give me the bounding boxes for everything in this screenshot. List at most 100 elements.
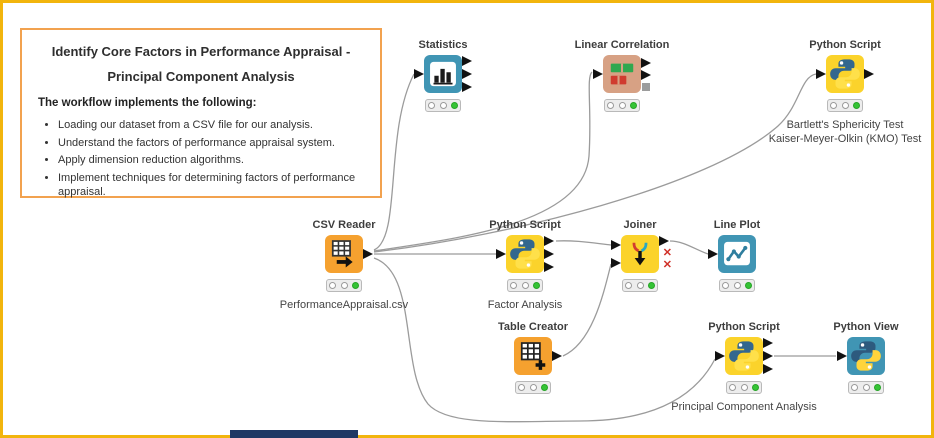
node-body-statistics[interactable] — [414, 55, 472, 93]
node-table-creator[interactable]: Table Creator — [443, 320, 623, 394]
status-dot-red — [428, 102, 435, 109]
inactive-port-x: ✕ — [662, 259, 672, 271]
statistics-icon — [430, 61, 456, 87]
node-linear-correlation[interactable]: Linear Correlation — [532, 38, 712, 112]
python-icon — [851, 341, 881, 371]
status-dot-yellow — [618, 102, 626, 109]
status-dot-red — [518, 384, 525, 391]
output-port[interactable] — [462, 82, 472, 92]
node-csv-reader[interactable]: CSV Reader PerformanceAppraisal.csv — [254, 218, 434, 312]
node-body-linear-correlation[interactable] — [593, 55, 651, 93]
status-dot-green — [874, 384, 881, 391]
node-comment: Bartlett's Sphericity Test Kaiser-Meyer-… — [755, 118, 934, 147]
status-dot-green — [752, 384, 759, 391]
output-port[interactable] — [462, 69, 472, 79]
node-comment: PerformanceAppraisal.csv — [279, 299, 409, 311]
node-label: Linear Correlation — [574, 39, 670, 51]
node-body-python-view[interactable] — [837, 337, 885, 375]
output-port[interactable] — [763, 338, 773, 348]
input-port[interactable] — [708, 249, 718, 259]
annotation-bullet-list: Loading our dataset from a CSV file for … — [58, 118, 364, 200]
inactive-port-x: ✕ — [662, 247, 672, 259]
traffic-light — [848, 381, 884, 394]
annotation-bullet: Apply dimension reduction algorithms. — [58, 153, 364, 168]
node-python-view[interactable]: Python View — [776, 320, 934, 394]
output-port[interactable] — [641, 58, 651, 68]
edge-factor-to-joiner[interactable] — [555, 240, 612, 246]
node-body-line-plot[interactable] — [708, 235, 756, 273]
traffic-light — [726, 381, 762, 394]
output-port[interactable] — [864, 69, 874, 79]
annotation-bullet: Understand the factors of performance ap… — [58, 136, 364, 151]
status-dot-red — [851, 384, 858, 391]
node-body-joiner[interactable]: ✕ ✕ — [611, 235, 672, 273]
output-port[interactable] — [544, 249, 554, 259]
input-port[interactable] — [715, 351, 725, 361]
node-python-script-factor[interactable]: Python Script Factor Analysis — [435, 218, 615, 312]
edge-joiner-to-line-plot[interactable] — [669, 240, 709, 255]
csv-table-icon — [331, 240, 353, 268]
output-port[interactable] — [544, 262, 554, 272]
node-python-script-tests[interactable]: Python Script Bartlett's Sphericity Test… — [755, 38, 934, 147]
status-dot-yellow — [841, 102, 849, 109]
output-port[interactable] — [763, 364, 773, 374]
status-dot-yellow — [740, 384, 748, 391]
output-port[interactable] — [462, 56, 472, 66]
input-port[interactable] — [837, 351, 847, 361]
python-icon — [510, 239, 540, 269]
edge-csv-to-linear-correlation[interactable] — [373, 71, 593, 252]
comment-line: Bartlett's Sphericity Test — [786, 119, 904, 131]
annotation-subtitle: The workflow implements the following: — [38, 97, 257, 109]
node-body-csv-reader[interactable] — [325, 235, 373, 273]
status-dot-red — [729, 384, 736, 391]
edge-csv-to-statistics[interactable] — [373, 73, 415, 251]
status-dot-red — [329, 282, 336, 289]
node-body-table-creator[interactable] — [514, 337, 562, 375]
output-port[interactable] — [763, 351, 773, 361]
input-port[interactable] — [414, 69, 424, 79]
workflow-annotation[interactable]: Identify Core Factors in Performance App… — [20, 28, 382, 198]
output-port[interactable] — [552, 351, 562, 361]
node-label: Python View — [833, 321, 899, 333]
node-label: Python Script — [809, 39, 881, 51]
python-icon — [729, 341, 759, 371]
taskbar-fragment — [230, 430, 358, 438]
edge-csv-to-python-script-tests[interactable] — [373, 73, 817, 253]
node-label: Joiner — [623, 219, 657, 231]
output-port[interactable] — [641, 70, 651, 80]
node-body-python-script-factor[interactable] — [496, 235, 554, 273]
input-port[interactable] — [611, 258, 621, 268]
node-body-python-script-pca[interactable] — [715, 337, 773, 375]
status-dot-yellow — [340, 282, 348, 289]
node-joiner[interactable]: Joiner ✕ ✕ — [550, 218, 730, 292]
status-dot-yellow — [862, 384, 870, 391]
input-port[interactable] — [496, 249, 506, 259]
status-dot-green — [352, 282, 359, 289]
status-dot-red — [625, 282, 632, 289]
input-port[interactable] — [593, 69, 603, 79]
node-statistics[interactable]: Statistics — [353, 38, 533, 112]
node-comment: Principal Component Analysis — [671, 401, 817, 413]
comment-line: Kaiser-Meyer-Olkin (KMO) Test — [768, 133, 922, 146]
status-dot-green — [745, 282, 752, 289]
status-dot-yellow — [733, 282, 741, 289]
output-port-square[interactable] — [642, 83, 650, 91]
status-dot-green — [533, 282, 540, 289]
traffic-light — [604, 99, 640, 112]
edge-csv-to-python-script-pca[interactable] — [373, 257, 716, 423]
traffic-light — [425, 99, 461, 112]
output-port[interactable] — [544, 236, 554, 246]
input-port[interactable] — [611, 240, 621, 250]
output-port[interactable] — [659, 236, 669, 246]
node-body-python-script-tests[interactable] — [816, 55, 874, 93]
table-creator-icon — [520, 342, 546, 370]
status-dot-yellow — [529, 384, 537, 391]
edge-table-creator-to-joiner[interactable] — [562, 263, 612, 357]
input-port[interactable] — [816, 69, 826, 79]
correlation-icon — [610, 63, 634, 85]
node-python-script-pca[interactable]: Python Script Principal Component Analys… — [654, 320, 834, 414]
output-port[interactable] — [363, 249, 373, 259]
node-line-plot[interactable]: Line Plot — [647, 218, 827, 292]
